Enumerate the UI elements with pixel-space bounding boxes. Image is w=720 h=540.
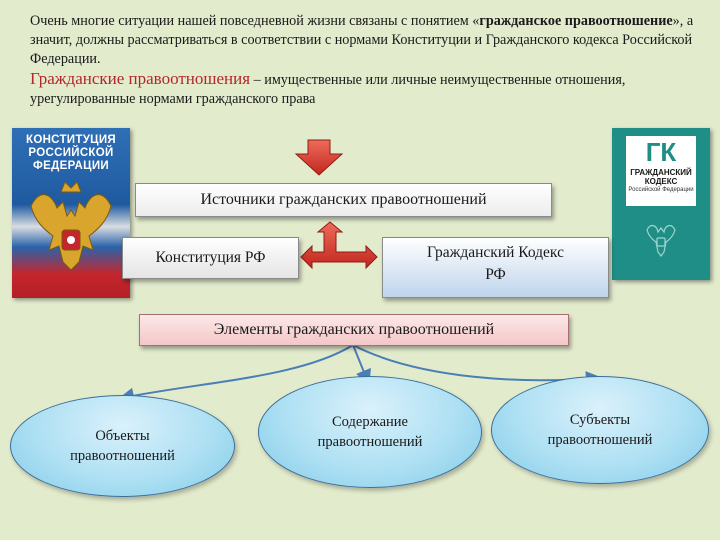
- constitution-box: Конституция РФ: [122, 237, 299, 279]
- subjects-line1: Субъекты: [569, 412, 631, 428]
- intro-text: Очень многие ситуации нашей повседневной…: [30, 12, 700, 109]
- civil-code-line1: Гражданский Кодекс: [427, 244, 564, 261]
- civil-code-cover-subtitle: Российской Федерации: [628, 187, 694, 193]
- civil-code-box: Гражданский Кодекс РФ: [382, 237, 609, 298]
- sources-box: Источники гражданских правоотношений: [135, 183, 552, 217]
- civil-code-cover-abbr: ГК: [645, 137, 677, 167]
- content-line2: правоотношений: [317, 434, 423, 450]
- objects-ellipse: Объекты правоотношений: [10, 395, 235, 497]
- down-arrow-icon: [294, 139, 344, 176]
- content-ellipse: Содержание правоотношений: [258, 376, 482, 488]
- subjects-ellipse: Субъекты правоотношений: [491, 376, 709, 484]
- civil-code-cover-label: ГК ГРАЖДАНСКИЙ КОДЕКС Российской Федерац…: [626, 136, 696, 206]
- civil-code-line2: РФ: [485, 266, 506, 283]
- definition-term: Гражданские правоотношения: [30, 69, 251, 88]
- intro-paragraph: Очень многие ситуации нашей повседневной…: [30, 13, 694, 67]
- double-headed-eagle-icon: [30, 181, 112, 271]
- definition-text: – имущественные или личные неимущественн…: [30, 72, 626, 107]
- constitution-cover-title: КОНСТИТУЦИЯ РОССИЙСКОЙ ФЕДЕРАЦИИ: [26, 134, 116, 172]
- objects-line2: правоотношений: [70, 448, 175, 464]
- content-line1: Содержание: [332, 414, 408, 430]
- connector-content: [352, 344, 371, 386]
- civil-code-cover-title: ГРАЖДАНСКИЙ КОДЕКС: [630, 168, 692, 186]
- branch-arrow-icon: [300, 221, 378, 270]
- connector-objects: [118, 344, 354, 404]
- connector-subjects: [352, 344, 602, 388]
- definition-paragraph: Гражданские правоотношения – имущественн…: [30, 69, 700, 109]
- civil-code-book-image: ГК ГРАЖДАНСКИЙ КОДЕКС Российской Федерац…: [612, 128, 710, 280]
- subjects-line2: правоотношений: [547, 432, 653, 448]
- constitution-book-image: КОНСТИТУЦИЯ РОССИЙСКОЙ ФЕДЕРАЦИИ: [12, 128, 130, 298]
- code-emblem-icon: [646, 224, 676, 257]
- elements-box: Элементы гражданских правоотношений: [139, 314, 569, 346]
- objects-line1: Объекты: [95, 428, 150, 444]
- intro-highlight: гражданское правоотношение: [479, 13, 673, 29]
